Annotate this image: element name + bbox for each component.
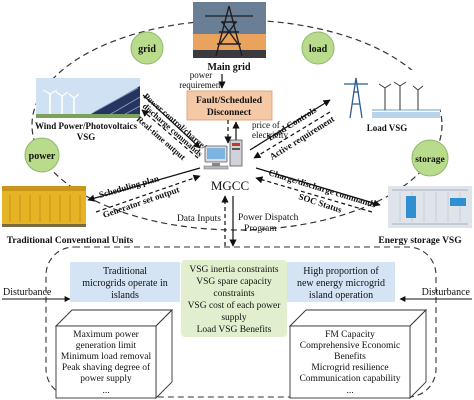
mgcc-label: MGCC <box>211 178 249 193</box>
wind-pv-label: Wind Power/Photovoltaics <box>35 121 138 131</box>
price-label-1: price of <box>252 120 280 130</box>
energy-storage-label: Energy storage VSG <box>378 236 462 246</box>
right-box-line-3: island operation <box>309 290 373 301</box>
storage-circle-label: storage <box>415 155 445 165</box>
load-vsg-label: Load VSG <box>367 123 408 133</box>
arrow-soc-status <box>255 176 373 213</box>
traditional-units-label: Traditional Conventional Units <box>7 236 134 246</box>
disturbance-right-label: Disturbance <box>422 287 471 298</box>
dashed-ring <box>31 19 443 231</box>
power-dispatch-label-1: Power Dispatch <box>238 213 299 223</box>
price-label-2: electricity <box>252 130 288 140</box>
load-circle-label: load <box>309 44 328 55</box>
right-cube-line-3: Benefits <box>334 351 366 362</box>
left-cube-line-6: ... <box>102 386 109 396</box>
wind-pv-sub-label: VSG <box>77 132 96 142</box>
right-indicator-cube: FM Capacity Comprehensive Economic Benef… <box>288 308 428 400</box>
right-cube-line-1: FM Capacity <box>325 330 375 340</box>
left-cube-line-1: Maximum power <box>73 330 140 340</box>
center-line-4: VSG cost of each power <box>188 300 282 311</box>
arrow-charge-discharge <box>255 167 381 207</box>
left-cube-line-2: generation limit <box>76 341 137 351</box>
arrow-load-controls <box>249 99 331 151</box>
right-box-line-2: new energy microgrid <box>297 278 385 289</box>
grid-circle-label: grid <box>138 44 156 55</box>
right-cube-line-6: ... <box>346 386 353 396</box>
main-grid-image <box>193 2 266 58</box>
fault-line-2: Disconnect <box>207 108 252 118</box>
arrow-realtime-output <box>141 109 199 159</box>
mgcc-computer-icon <box>203 139 243 170</box>
center-line-2: VSG spare capacity <box>196 277 272 287</box>
arrow-generator-output <box>95 174 201 213</box>
left-cube-line-4: Peak shaving degree of <box>62 362 151 373</box>
power-dispatch-label-2: Program <box>244 224 277 234</box>
traditional-islands-box: Traditional microgrids operate in island… <box>70 262 180 302</box>
storage-container-image <box>388 186 472 228</box>
left-box-line-3: islands <box>111 290 139 301</box>
load-circle: load <box>301 31 335 65</box>
new-energy-islands-box: High proportion of new energy microgrid … <box>287 262 395 302</box>
data-inputs-label: Data Inputs <box>177 214 221 224</box>
right-box-line-1: High proportion of <box>303 266 379 277</box>
power-requirement-label-1: power <box>190 70 213 80</box>
power-circle: power <box>24 137 60 173</box>
power-circle-label: power <box>29 151 56 162</box>
center-line-6: Load VSG Benefits <box>197 324 272 335</box>
load-vsg-image <box>332 70 440 119</box>
right-cube-line-5: Communication capability <box>299 374 400 384</box>
main-grid-label: Main grid <box>207 62 250 73</box>
right-cube-line-2: Comprehensive Economic <box>300 341 401 351</box>
left-box-line-2: microgrids operate in <box>82 278 168 289</box>
center-line-1: VSG inertia constraints <box>189 265 278 275</box>
power-requirement-label-2: requirement <box>179 80 223 90</box>
left-cube-line-3: Minimum load removal <box>61 352 152 362</box>
fault-disconnect-box: Fault/Scheduled Disconnect <box>186 90 273 121</box>
left-cube-line-5: power supply <box>80 374 132 384</box>
fault-line-1: Fault/Scheduled <box>196 96 263 106</box>
generator-image <box>2 186 86 227</box>
vsg-constraints-box: VSG inertia constraints VSG spare capaci… <box>181 260 287 337</box>
arrow-active-requirement <box>253 111 331 159</box>
left-indicator-cube: Maximum power generation limit Minimum l… <box>54 308 174 400</box>
arrow-power-control <box>142 94 201 149</box>
arrow-scheduling-plan <box>87 167 201 202</box>
right-cube-line-4: Microgrid resilience <box>311 363 388 373</box>
left-box-line-1: Traditional <box>103 266 147 277</box>
bottom-dashed-container <box>45 246 437 398</box>
storage-circle: storage <box>411 139 449 177</box>
wind-pv-image <box>36 78 141 119</box>
disturbance-left-label: Disturbance <box>3 287 52 298</box>
grid-circle: grid <box>130 31 164 65</box>
center-line-3: constraints <box>213 289 254 299</box>
center-line-5: supply <box>221 313 247 323</box>
